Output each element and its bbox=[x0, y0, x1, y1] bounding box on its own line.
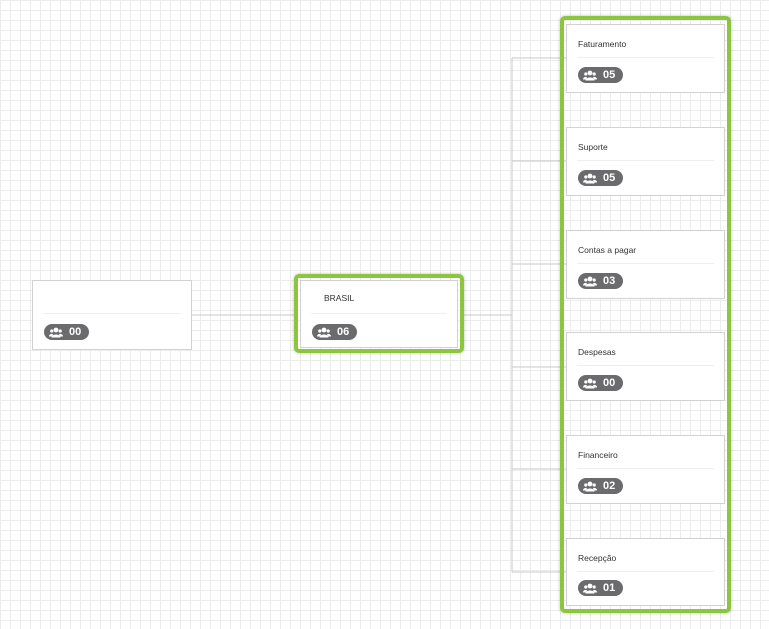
org-node-faturamento[interactable]: Faturamento 05 bbox=[566, 24, 725, 93]
member-count-badge: 01 bbox=[578, 580, 624, 596]
org-node-contas-a-pagar[interactable]: Contas a pagar 03 bbox=[566, 230, 725, 299]
node-divider bbox=[577, 57, 714, 58]
member-count: 06 bbox=[337, 326, 350, 338]
member-count-badge: 03 bbox=[578, 273, 624, 289]
org-node-financeiro[interactable]: Financeiro 02 bbox=[566, 435, 725, 504]
org-node-recepcao[interactable]: Recepção 01 bbox=[566, 538, 725, 606]
users-group-icon bbox=[583, 481, 597, 491]
node-title: Faturamento bbox=[578, 39, 627, 49]
member-count: 05 bbox=[603, 69, 616, 81]
org-node-despesas[interactable]: Despesas 00 bbox=[566, 332, 725, 401]
selection-highlight-departments bbox=[560, 16, 731, 613]
member-count: 00 bbox=[603, 377, 616, 389]
member-count-badge: 02 bbox=[578, 478, 624, 494]
node-title: Despesas bbox=[578, 347, 616, 357]
member-count: 00 bbox=[69, 326, 82, 338]
member-count: 05 bbox=[603, 172, 616, 184]
node-title: Suporte bbox=[578, 142, 608, 152]
node-title: Recepção bbox=[578, 553, 617, 563]
node-divider bbox=[577, 571, 714, 572]
node-divider bbox=[577, 365, 714, 366]
member-count-badge: 00 bbox=[44, 324, 90, 340]
users-group-icon bbox=[583, 583, 597, 593]
member-count-badge: 05 bbox=[578, 170, 624, 186]
member-count-badge: 00 bbox=[578, 375, 624, 391]
node-title: Contas a pagar bbox=[578, 245, 637, 255]
member-count: 01 bbox=[603, 582, 616, 594]
selection-highlight-country bbox=[294, 274, 464, 353]
users-group-icon bbox=[583, 276, 597, 286]
node-divider bbox=[43, 313, 181, 314]
member-count-badge: 06 bbox=[312, 324, 358, 340]
node-divider bbox=[577, 160, 714, 161]
node-divider bbox=[577, 263, 714, 264]
member-count-badge: 05 bbox=[578, 67, 624, 83]
users-group-icon bbox=[583, 173, 597, 183]
node-title: Financeiro bbox=[578, 450, 618, 460]
node-divider bbox=[577, 468, 714, 469]
node-title: BRASIL bbox=[324, 293, 355, 303]
node-divider bbox=[311, 313, 447, 314]
users-group-icon bbox=[317, 327, 331, 337]
member-count: 03 bbox=[603, 275, 616, 287]
users-group-icon bbox=[49, 327, 63, 337]
users-group-icon bbox=[583, 378, 597, 388]
users-group-icon bbox=[583, 70, 597, 80]
org-node-brasil[interactable]: BRASIL 06 bbox=[300, 280, 458, 348]
org-node-suporte[interactable]: Suporte 05 bbox=[566, 127, 725, 196]
member-count: 02 bbox=[603, 480, 616, 492]
org-node-root[interactable]: 00 bbox=[32, 280, 192, 350]
